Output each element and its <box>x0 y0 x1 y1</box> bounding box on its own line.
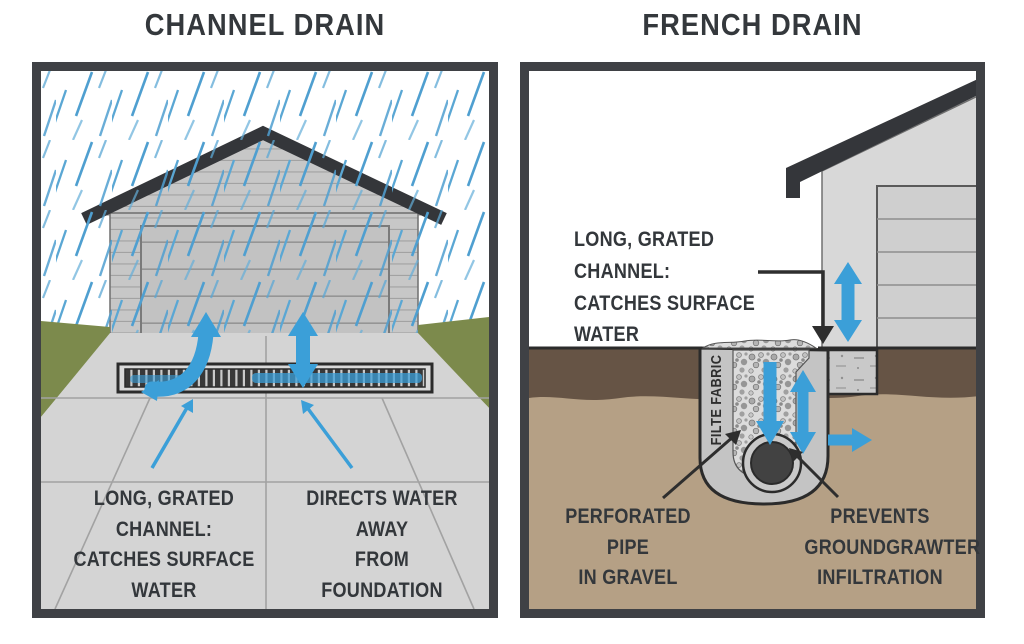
curved-flow-arrow <box>144 326 214 397</box>
rain <box>41 71 489 353</box>
water-flow-arrows <box>141 312 318 401</box>
left-panel-border <box>32 62 498 618</box>
house-roof <box>786 78 980 198</box>
right-panel-border <box>520 62 985 618</box>
grass-right <box>418 317 489 408</box>
label-directs-water: DIRECTS WATER AWAY FROM FOUNDATION <box>306 486 458 602</box>
door-panel-lines <box>877 218 980 319</box>
house-door <box>876 185 981 351</box>
label-grated-channel: LONG, GRATED CHANNEL: CATCHES SURFACE WA… <box>73 486 255 602</box>
perforated-pipe <box>750 441 794 485</box>
label-prevents-infiltration: PREVENTS GROUNDGRAWTER INFILTRATION <box>804 504 981 590</box>
gravel-mound <box>701 339 818 349</box>
label-perforated-pipe: PERFORATED PIPE IN GRAVEL <box>565 504 691 590</box>
french-drain-illustration <box>520 62 985 618</box>
right-panel-title: FRENCH DRAIN <box>642 7 863 42</box>
french-drain-water-arrows <box>756 262 872 454</box>
grass-left <box>41 321 110 417</box>
label-leader-arrows <box>150 399 354 470</box>
label-connectors <box>662 270 840 500</box>
channel-drain-illustration <box>32 62 498 618</box>
label-grated-channel-right: LONG, GRATED CHANNEL: CATCHES SURFACE WA… <box>574 227 756 347</box>
driveway <box>41 333 489 609</box>
left-panel-title: CHANNEL DRAIN <box>144 7 386 42</box>
water-in-channel <box>252 373 422 383</box>
label-filter-fabric: FILTE FABRIC <box>709 354 725 446</box>
